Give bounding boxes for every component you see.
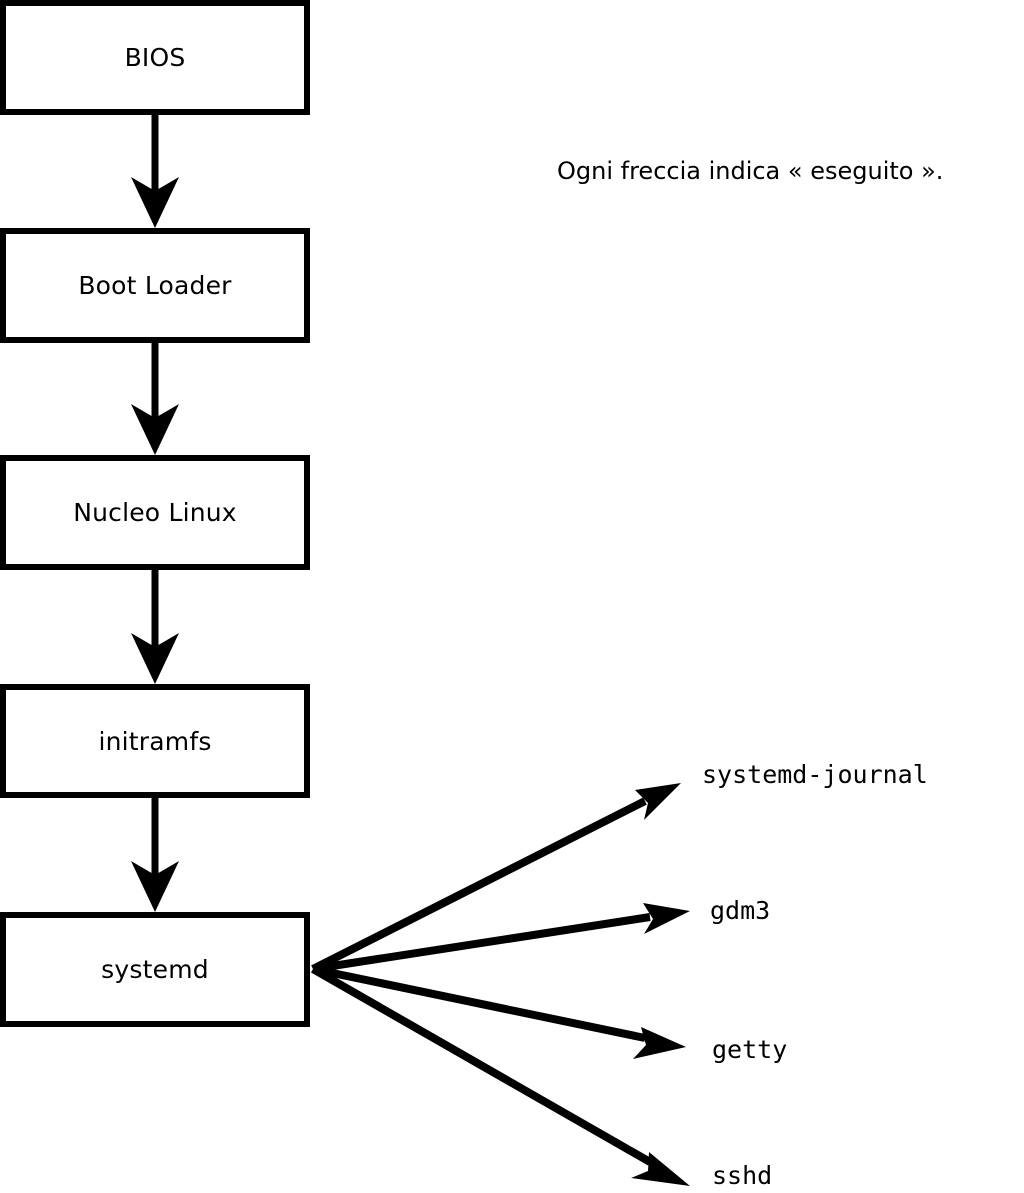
arrow-systemd-to-gdm3 [312, 903, 690, 973]
service-label-getty[interactable]: getty [712, 1035, 788, 1064]
stage-box-initramfs[interactable]: initramfs [0, 684, 310, 798]
arrow-systemd-to-getty [312, 965, 686, 1059]
stage-label-initramfs: initramfs [98, 726, 212, 756]
service-label-systemd-journal[interactable]: systemd-journal [702, 760, 928, 789]
stage-box-systemd[interactable]: systemd [0, 912, 310, 1027]
arrow-systemd-to-sshd [311, 965, 690, 1186]
service-label-sshd[interactable]: sshd [712, 1161, 773, 1190]
stage-box-nucleo-linux[interactable]: Nucleo Linux [0, 455, 310, 570]
stage-label-systemd: systemd [101, 955, 209, 984]
stage-box-boot-loader[interactable]: Boot Loader [0, 228, 310, 343]
arrow-nucleo-linux-to-initramfs [131, 570, 179, 684]
arrow-boot-loader-to-nucleo-linux [131, 343, 179, 455]
arrow-systemd-to-systemd-journal [311, 783, 681, 973]
stage-label-nucleo-linux: Nucleo Linux [73, 498, 237, 527]
stage-box-bios[interactable]: BIOS [0, 0, 310, 115]
arrow-initramfs-to-systemd [131, 798, 179, 912]
service-label-gdm3[interactable]: gdm3 [710, 896, 771, 925]
legend-note: Ogni freccia indica « eseguito ». [557, 157, 944, 185]
stage-label-bios: BIOS [124, 43, 186, 72]
stage-label-boot-loader: Boot Loader [78, 271, 232, 300]
arrow-bios-to-boot-loader [131, 115, 179, 228]
